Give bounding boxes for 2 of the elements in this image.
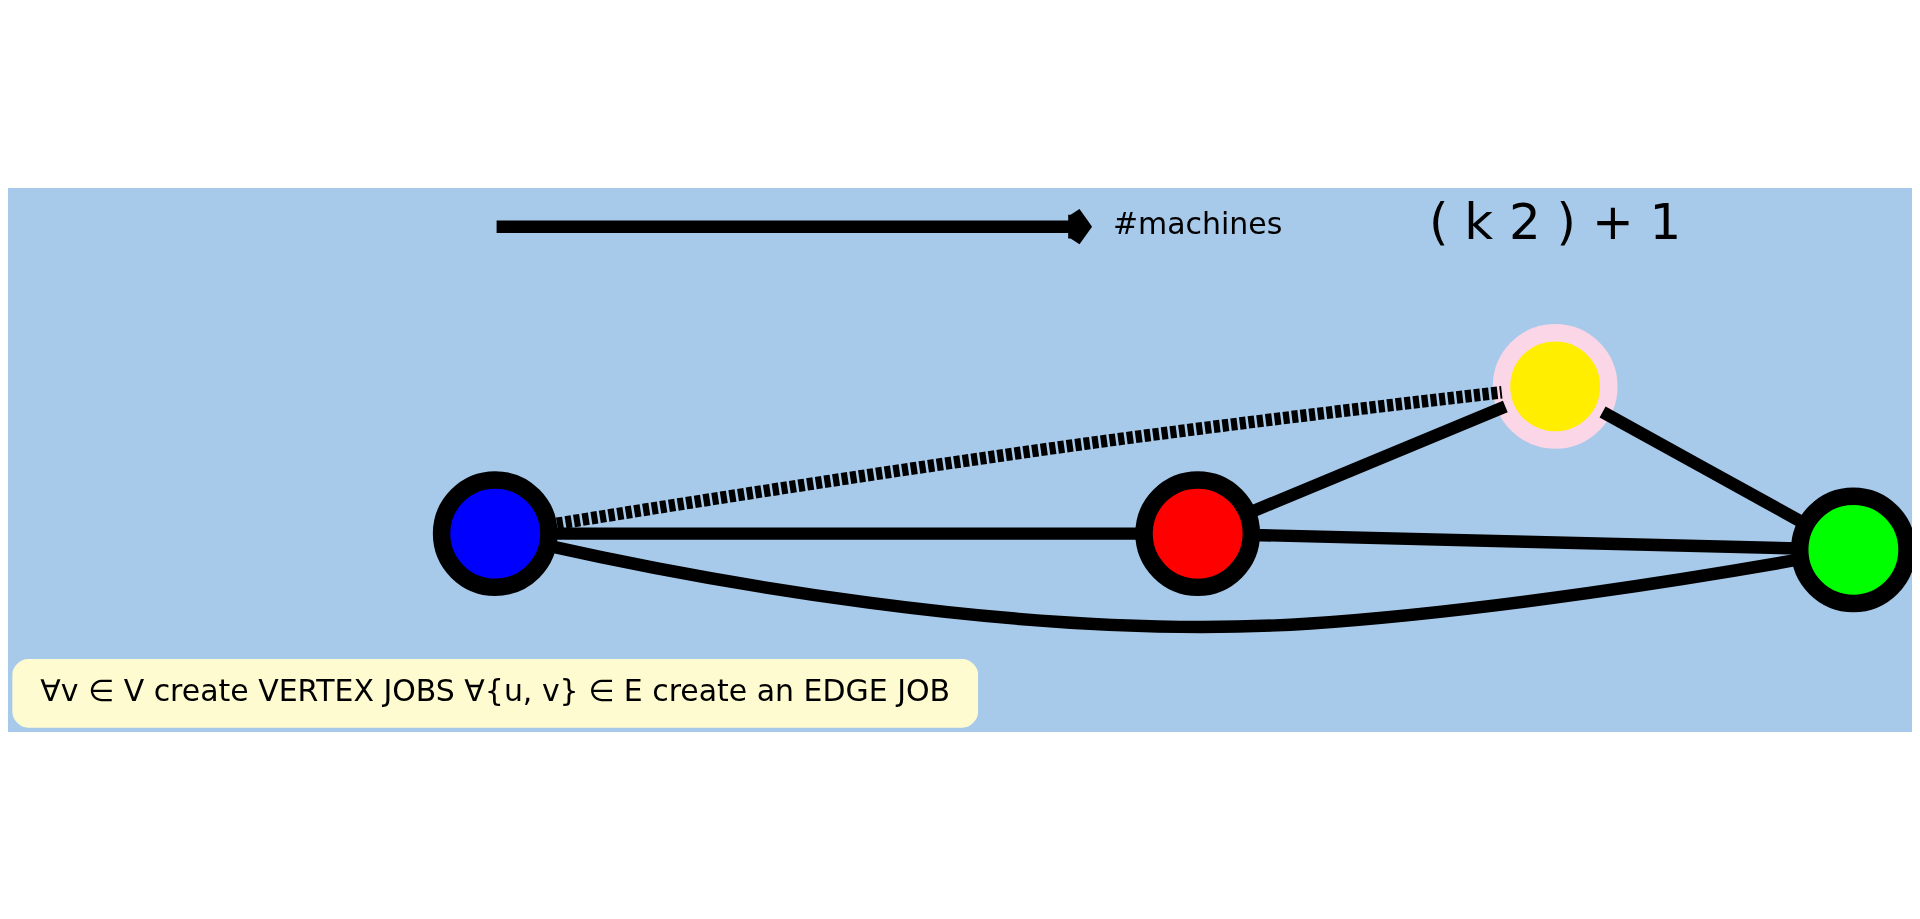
label: ( k 2 ) + 1 — [1428, 192, 1682, 251]
node-text: #machines — [1113, 205, 1283, 241]
